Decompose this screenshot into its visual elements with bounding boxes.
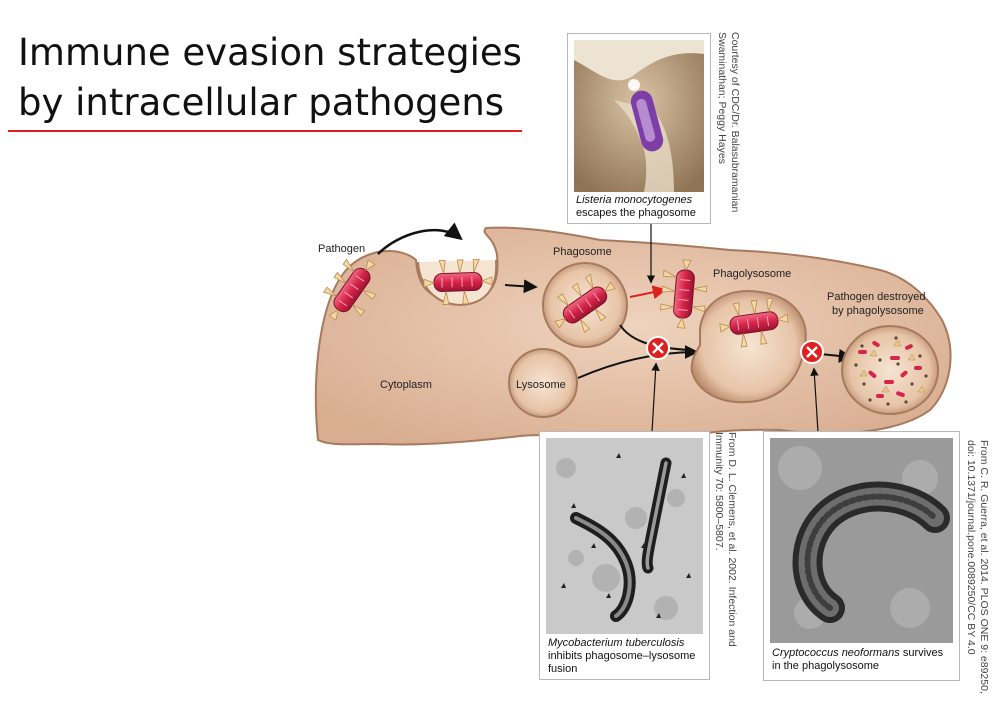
listeria-caption: Listeria monocytogenes escapes the phago… [576, 194, 696, 219]
destroyed-label-2: by phagolysosome [832, 305, 924, 317]
mycobacterium-credit: From D. L. Clemens, et al. 2002. Infecti… [713, 432, 738, 647]
cryptococcus-caption: Cryptococcus neoformans survives in the … [772, 647, 944, 672]
cryptococcus-credit: From C. R. Guerra, et al. 2014. PLOS ONE… [965, 440, 990, 694]
listeria-micrograph [574, 40, 704, 192]
mycobacterium-micrograph [546, 438, 703, 634]
lysosome-fusion-arrow [577, 345, 699, 379]
fusion-path [619, 324, 691, 351]
mycobacterium-caption: Mycobacterium tuberculosis inhibits phag… [548, 637, 696, 675]
cytoplasm-label: Cytoplasm [380, 379, 432, 391]
title-underline [8, 130, 522, 132]
destroyed-label-1: Pathogen destroyed [827, 291, 925, 303]
to-phagosome-arrow [504, 279, 538, 294]
pathogen-fragments [858, 341, 922, 398]
slide-title: Immune evasion strategies by intracellul… [18, 28, 538, 128]
cryptococcus-pointer [810, 367, 819, 433]
phagosome-label: Phagosome [553, 246, 612, 258]
title-line-2: by intracellular pathogens [18, 81, 505, 124]
pathogen-label: Pathogen [318, 243, 365, 255]
cell-body [314, 226, 952, 446]
debris-tan [859, 339, 926, 393]
lysosome-label: Lysosome [516, 379, 566, 391]
mycobacterium-photo: Mycobacterium tuberculosis inhibits phag… [539, 431, 710, 680]
mycobacterium-pointer [651, 362, 660, 433]
cryptococcus-photo: Cryptococcus neoformans survives in the … [763, 431, 960, 681]
engulf-arrow [377, 222, 463, 255]
escape-arrow [629, 285, 667, 300]
destroying-vesicle [841, 325, 939, 415]
listeria-photo: Listeria monocytogenes escapes the phago… [567, 33, 711, 224]
debris-dots [854, 336, 928, 406]
title-line-1: Immune evasion strategies [18, 31, 522, 74]
phagolysosome-label: Phagolysosome [713, 268, 791, 280]
cryptococcus-micrograph [770, 438, 953, 643]
lysosome [508, 348, 578, 418]
